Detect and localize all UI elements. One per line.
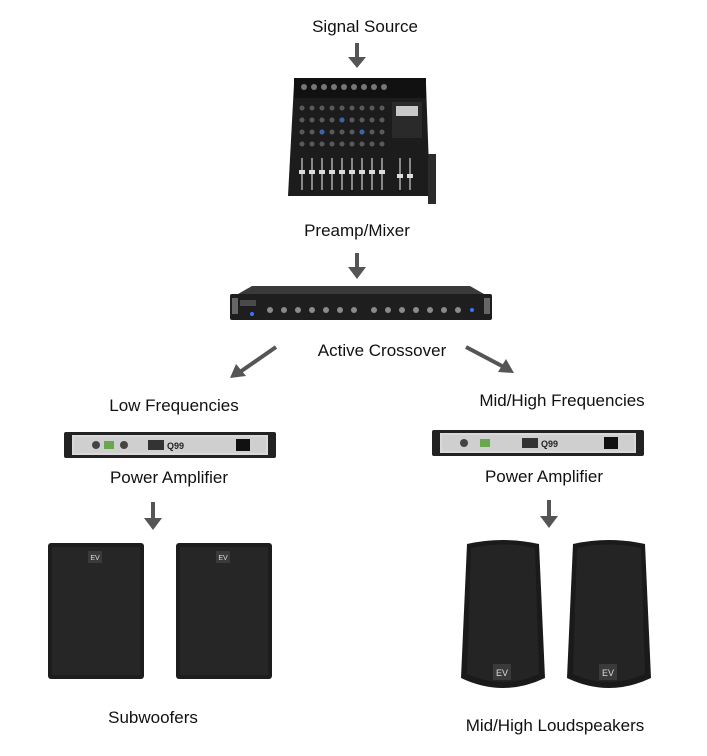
subwoofers-label: Subwoofers xyxy=(108,708,198,727)
arrow-down-icon xyxy=(144,502,162,530)
arrow-down-icon xyxy=(348,43,366,68)
ev-logo-text: EV xyxy=(218,555,228,562)
subwoofer-left-device: EV xyxy=(48,543,144,679)
arrow-down-icon xyxy=(348,253,366,279)
mid-high-loudspeakers-label: Mid/High Loudspeakers xyxy=(465,716,645,735)
ev-logo-text: EV xyxy=(602,668,614,678)
mixer-device xyxy=(288,78,436,204)
amp-model-text: Q99 xyxy=(167,441,184,451)
active-crossover-label: Active Crossover xyxy=(317,341,447,360)
mid-high-frequencies-label: Mid/High Frequencies xyxy=(479,391,645,410)
subwoofer-right-device: EV xyxy=(176,543,272,679)
loudspeaker-right-device: EV xyxy=(567,540,651,688)
signal-source-label: Signal Source xyxy=(312,17,418,36)
arrow-down-icon xyxy=(540,500,558,528)
ev-logo-text: EV xyxy=(90,555,100,562)
preamp-mixer-label: Preamp/Mixer xyxy=(304,221,410,240)
power-amplifier-left-label: Power Amplifier xyxy=(109,468,229,487)
amp-model-text: Q99 xyxy=(541,439,558,449)
amplifier-right-device: Q99 xyxy=(432,430,644,456)
arrow-down-right-icon xyxy=(465,345,514,373)
crossover-device xyxy=(230,286,492,320)
amplifier-left-device: Q99 xyxy=(64,432,276,458)
low-frequencies-label: Low Frequencies xyxy=(109,396,239,415)
loudspeaker-left-device: EV xyxy=(461,540,545,688)
power-amplifier-right-label: Power Amplifier xyxy=(484,467,604,486)
ev-logo-text: EV xyxy=(496,668,508,678)
arrow-down-left-icon xyxy=(230,345,278,378)
